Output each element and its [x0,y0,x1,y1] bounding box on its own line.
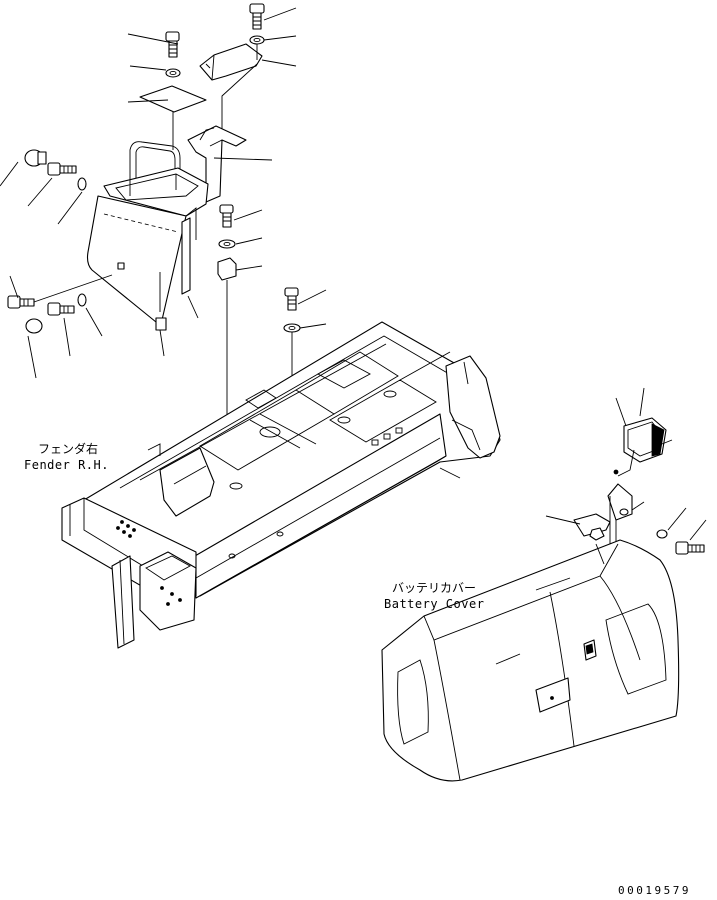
clip-nut [217,257,237,281]
access-plate [139,85,207,113]
main-frame [61,321,501,649]
step-holes [116,520,136,538]
side-bolt-lower-2 [47,302,75,316]
fender-label-jp: フェンダ右 [38,441,98,456]
side-bolt-lower [7,295,35,309]
washer [77,293,87,307]
top-bolt-left [165,31,180,58]
hex-nut [589,527,605,541]
frame-bolt [284,287,299,311]
battery-cover-label-en: Battery Cover [384,597,484,611]
fender-label-en: Fender R.H. [24,458,109,472]
fender-trim-strip [181,217,191,295]
work-lamp [613,417,667,477]
washer [218,239,236,249]
cap-nut [24,149,47,167]
battery-cover-label-jp: バッテリカバー [392,581,476,595]
washer [77,177,87,191]
battery-cover [381,539,680,782]
washer [249,35,265,45]
washer [283,323,301,333]
cover-plate [199,43,263,81]
mid-bolt [219,204,234,228]
lamp-bolt [675,541,705,555]
drawing-code: 00019579 [618,884,691,897]
washer [165,68,181,78]
washer [656,529,668,539]
mounting-bracket [187,125,247,203]
fender-panel [86,195,187,323]
rubber-cap [25,318,43,334]
top-bolt-right [249,3,265,30]
side-bolt-upper [47,162,77,176]
grab-handle [129,141,181,182]
